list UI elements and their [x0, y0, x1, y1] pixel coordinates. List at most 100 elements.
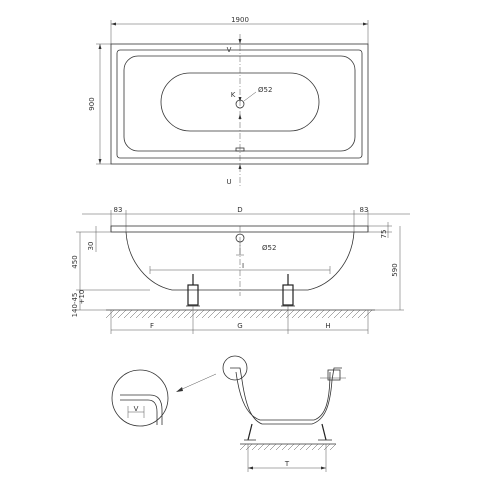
hatch-stroke: [135, 309, 145, 319]
hatch-stroke: [329, 443, 337, 451]
hatch-stroke: [255, 309, 265, 319]
drain-circle-top: [235, 99, 245, 109]
length-label: 1900: [231, 16, 249, 24]
hatch-stroke: [315, 309, 325, 319]
hatch-stroke: [339, 309, 349, 319]
hatch-stroke: [183, 309, 193, 319]
section-view: T V: [111, 355, 346, 472]
section-floor-hatch: [239, 443, 337, 451]
hatch-stroke: [267, 309, 277, 319]
section-tub-inner: [235, 371, 331, 421]
hatch-stroke: [263, 443, 271, 451]
t-label: T: [284, 460, 290, 468]
hatch-stroke: [141, 309, 151, 319]
hatch-stroke: [245, 443, 253, 451]
hatch-stroke: [159, 309, 169, 319]
hatch-stroke: [117, 309, 127, 319]
detail-bubble: [111, 369, 169, 427]
label-10: +10: [78, 290, 86, 305]
hatch-stroke: [293, 443, 301, 451]
label-30: 30: [87, 242, 95, 251]
hatch-stroke: [219, 309, 229, 319]
drain-label-top: Ø52: [258, 86, 272, 94]
tub-outer-rim: [110, 43, 369, 165]
hatch-stroke: [239, 443, 247, 451]
hatch-stroke: [287, 443, 295, 451]
detail-marker-circle: [222, 355, 248, 381]
hatch-stroke: [281, 443, 289, 451]
hatch-stroke: [153, 309, 163, 319]
hatch-stroke: [165, 309, 175, 319]
label-140: 140-45: [71, 293, 79, 318]
hatch-stroke: [323, 443, 331, 451]
hatch-stroke: [303, 309, 313, 319]
detail-v-label: V: [134, 405, 139, 413]
hatch-stroke: [225, 309, 235, 319]
left-83-label: 83: [114, 206, 123, 214]
hatch-stroke: [297, 309, 307, 319]
hatch-stroke: [309, 309, 319, 319]
hatch-stroke: [129, 309, 139, 319]
hatch-stroke: [123, 309, 133, 319]
hatch-stroke: [237, 309, 247, 319]
u-label-bottom: U: [226, 178, 231, 186]
h-label: H: [325, 322, 330, 330]
hatch-stroke: [213, 309, 223, 319]
hatch-stroke: [311, 443, 319, 451]
v-label-top: V: [227, 46, 232, 54]
hatch-stroke: [285, 309, 295, 319]
hatch-stroke: [269, 443, 277, 451]
top-view: 1900 900 V U K Ø52: [88, 16, 369, 186]
d-label: D: [237, 206, 242, 214]
floor-hatch: [105, 309, 373, 319]
label-75: 75: [380, 230, 388, 239]
hatch-stroke: [299, 443, 307, 451]
hatch-stroke: [195, 309, 205, 319]
section-tub-outer: [230, 367, 342, 425]
detail-rim-profile: [120, 394, 163, 425]
tub-inner-rim: [116, 49, 363, 159]
foot-left: [186, 274, 200, 307]
hatch-stroke: [305, 443, 313, 451]
hatch-stroke: [317, 443, 325, 451]
hatch-stroke: [273, 309, 283, 319]
hatch-stroke: [251, 443, 259, 451]
hatch-stroke: [111, 309, 121, 319]
hatch-stroke: [279, 309, 289, 319]
f-label: F: [150, 322, 154, 330]
hatch-stroke: [201, 309, 211, 319]
hatch-stroke: [357, 309, 367, 319]
i-label: I: [242, 262, 244, 270]
right-83-label: 83: [360, 206, 369, 214]
hatch-stroke: [333, 309, 343, 319]
hatch-stroke: [207, 309, 217, 319]
drain-label-side: Ø52: [262, 244, 276, 252]
hatch-stroke: [105, 309, 115, 319]
hatch-stroke: [345, 309, 355, 319]
width-label: 900: [88, 97, 96, 110]
hatch-stroke: [261, 309, 271, 319]
hatch-stroke: [147, 309, 157, 319]
hatch-stroke: [327, 309, 337, 319]
side-rim: [110, 225, 369, 233]
hatch-stroke: [249, 309, 259, 319]
overflow-top: [235, 147, 245, 152]
detail-rim-inner: [120, 399, 158, 425]
hatch-stroke: [189, 309, 199, 319]
tub-basin-outline: [123, 55, 356, 152]
g-label: G: [237, 322, 242, 330]
hatch-stroke: [257, 443, 265, 451]
hatch-stroke: [231, 309, 241, 319]
label-450: 450: [71, 255, 79, 268]
hatch-stroke: [275, 443, 283, 451]
k-label: K: [231, 91, 236, 99]
hatch-stroke: [177, 309, 187, 319]
side-view: 83 D 83 I Ø52: [71, 206, 410, 334]
hatch-stroke: [321, 309, 331, 319]
hatch-stroke: [291, 309, 301, 319]
hatch-stroke: [243, 309, 253, 319]
label-590: 590: [391, 263, 399, 276]
hatch-stroke: [171, 309, 181, 319]
hatch-stroke: [351, 309, 361, 319]
